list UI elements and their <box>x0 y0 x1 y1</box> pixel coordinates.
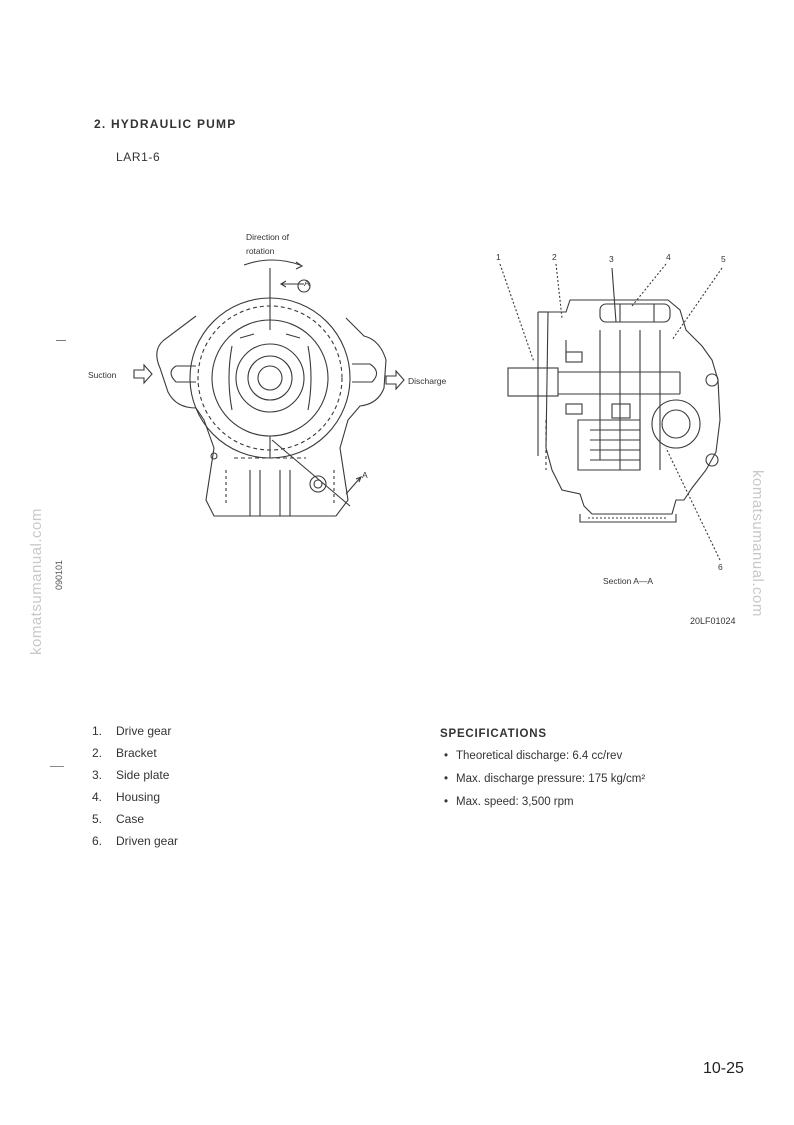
section-caption: Section A—A <box>603 576 654 586</box>
callout-2: 2 <box>552 252 557 262</box>
rotation-direction-label-2: rotation <box>246 246 275 256</box>
callout-3: 3 <box>609 254 614 264</box>
bullet: • <box>444 773 449 785</box>
specifications-list: • Theoretical discharge: 6.4 cc/rev • Max.… <box>444 750 645 819</box>
section-heading: 2. HYDRAULIC PUMP <box>94 117 237 131</box>
list-item: 6. Driven gear <box>92 834 178 856</box>
list-item: 3. Side plate <box>92 768 178 790</box>
parts-list: 1. Drive gear 2. Bracket 3. Side plate 4. Ho… <box>92 724 178 856</box>
callout-4: 4 <box>666 252 671 262</box>
list-item: • Theoretical discharge: 6.4 cc/rev <box>444 750 645 773</box>
pump-drawing <box>133 259 723 561</box>
part-number: 2. <box>92 746 103 760</box>
watermark-right: komatsumanual.com <box>749 470 766 617</box>
suction-label: Suction <box>88 370 117 380</box>
section-arrow-bottom-label: A <box>362 470 368 480</box>
part-name: Housing <box>116 790 161 804</box>
spec-text: Theoretical discharge: 6.4 cc/rev <box>456 750 623 762</box>
callout-6: 6 <box>718 562 723 572</box>
discharge-label: Discharge <box>408 376 447 386</box>
figure-code: 20LF01024 <box>690 616 736 626</box>
bullet: • <box>444 796 449 808</box>
section-arrow-top-label: A <box>304 278 310 288</box>
list-item: 1. Drive gear <box>92 724 178 746</box>
list-item: 5. Case <box>92 812 178 834</box>
part-name: Case <box>116 812 145 826</box>
side-figure-code: 090101 <box>54 559 64 590</box>
specifications-title: SPECIFICATIONS <box>440 728 547 740</box>
page-number: 10-25 <box>703 1060 744 1077</box>
part-number: 6. <box>92 834 103 848</box>
list-item: 4. Housing <box>92 790 178 812</box>
part-name: Side plate <box>116 768 170 782</box>
part-name: Drive gear <box>116 724 172 738</box>
bullet: • <box>444 750 449 762</box>
margin-mark <box>56 340 66 341</box>
spec-text: Max. speed: 3,500 rpm <box>456 796 574 808</box>
callout-5: 5 <box>721 254 726 264</box>
part-number: 3. <box>92 768 103 782</box>
margin-mark-2 <box>50 766 64 767</box>
part-name: Driven gear <box>116 834 179 848</box>
part-number: 1. <box>92 724 103 738</box>
list-item: 2. Bracket <box>92 746 178 768</box>
spec-text: Max. discharge pressure: 175 kg/cm² <box>456 773 646 785</box>
list-item: • Max. speed: 3,500 rpm <box>444 796 645 819</box>
list-item: • Max. discharge pressure: 175 kg/cm² <box>444 773 645 796</box>
model-number: LAR1-6 <box>116 150 161 164</box>
part-name: Bracket <box>116 746 157 760</box>
rotation-direction-label: Direction of <box>246 232 289 242</box>
watermark-left: komatsumanual.com <box>28 508 45 655</box>
part-number: 4. <box>92 790 103 804</box>
callout-1: 1 <box>496 252 501 262</box>
part-number: 5. <box>92 812 103 826</box>
